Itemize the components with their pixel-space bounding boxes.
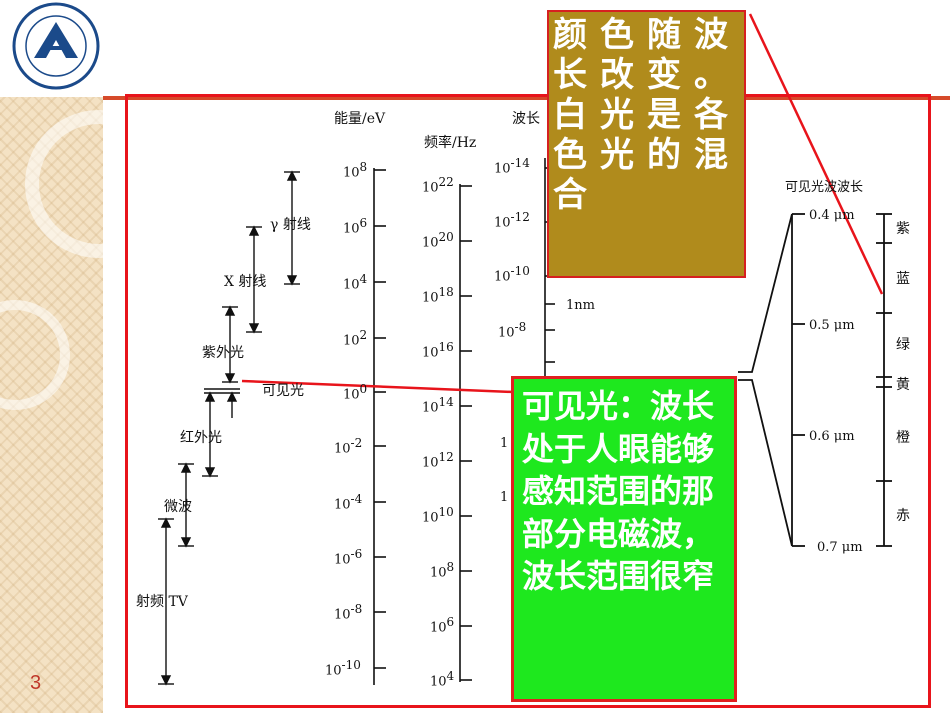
- decorative-swirl: [0, 300, 70, 410]
- frequency-tick: 1014: [422, 395, 454, 416]
- wavelength-partial-label: 1: [500, 436, 509, 451]
- color-label-violet: 紫: [896, 221, 910, 237]
- band-label-radio: 射频 TV: [136, 594, 188, 610]
- visible-tick-04: 0.4 μm: [809, 208, 855, 223]
- energy-tick: 108: [343, 160, 368, 181]
- color-label-orange: 橙: [896, 430, 910, 446]
- wavelength-axis-title: 波长: [512, 111, 540, 127]
- energy-axis-title: 能量/eV: [334, 111, 386, 127]
- frequency-tick: 1010: [422, 505, 454, 526]
- color-label-yellow: 黄: [896, 377, 910, 393]
- frequency-tick: 1012: [422, 450, 454, 471]
- frequency-axis-title: 频率/Hz: [424, 135, 477, 151]
- frequency-tick: 1022: [422, 175, 454, 196]
- frequency-tick: 1020: [422, 230, 454, 251]
- frequency-tick: 108: [430, 560, 455, 581]
- frequency-tick: 104: [430, 669, 455, 690]
- energy-tick: 10-10: [325, 658, 361, 679]
- energy-tick: 106: [343, 216, 368, 237]
- visible-detail-title: 可见光波波长: [785, 180, 864, 195]
- energy-tick: 104: [343, 272, 368, 293]
- energy-tick: 10-6: [334, 547, 363, 568]
- visible-light-callout: 可见光：波长处于人眼能够感知范围的那部分电磁波，波长范围很窄: [511, 376, 737, 702]
- visible-tick-06: 0.6 μm: [809, 429, 855, 444]
- band-label-gamma: γ 射线: [270, 217, 311, 233]
- energy-tick: 10-8: [334, 602, 363, 623]
- band-label-visible: 可见光: [262, 383, 304, 399]
- frequency-tick: 106: [430, 615, 455, 636]
- band-label-ir: 红外光: [180, 430, 222, 446]
- white-light-callout: 颜色随波长改变。白光是各色光的混合: [547, 10, 746, 278]
- band-label-uv: 紫外光: [202, 345, 244, 361]
- wavelength-unit-label: 1nm: [566, 298, 595, 313]
- band-label-xray: X 射线: [224, 274, 267, 290]
- decorative-side-strip: [0, 0, 173, 713]
- diagram-frame: [125, 94, 931, 708]
- color-label-green: 绿: [896, 337, 910, 353]
- slide-number: 3: [30, 672, 42, 694]
- energy-tick: 10-4: [334, 492, 363, 513]
- energy-tick: 100: [343, 382, 368, 403]
- color-label-blue: 蓝: [896, 271, 910, 287]
- visible-tick-07: 0.7 μm: [817, 540, 863, 555]
- visible-tick-05: 0.5 μm: [809, 318, 855, 333]
- header-divider: [103, 96, 950, 100]
- wavelength-partial-label: 1: [500, 490, 509, 505]
- wavelength-tick: 10-14: [494, 156, 530, 177]
- wavelength-tick: 10-8: [498, 320, 527, 341]
- energy-tick: 10-2: [334, 436, 363, 457]
- wavelength-tick: 10-12: [494, 210, 530, 231]
- band-label-microwave: 微波: [164, 499, 192, 515]
- frequency-tick: 1016: [422, 340, 454, 361]
- wavelength-tick: 10-10: [494, 264, 530, 285]
- color-label-red: 赤: [896, 508, 910, 524]
- energy-tick: 102: [343, 328, 368, 349]
- frequency-tick: 1018: [422, 285, 454, 306]
- college-logo: [0, 0, 113, 97]
